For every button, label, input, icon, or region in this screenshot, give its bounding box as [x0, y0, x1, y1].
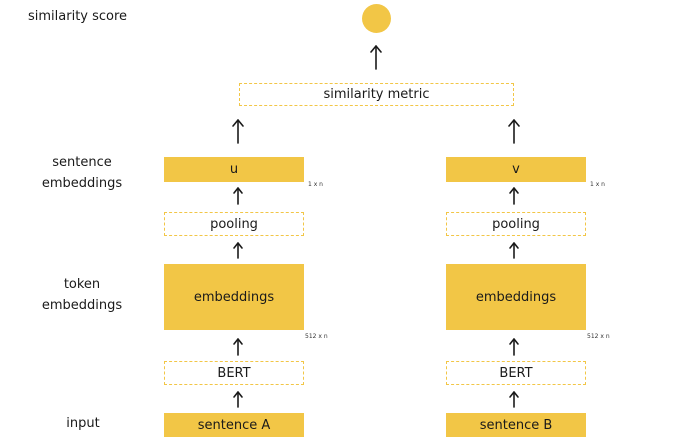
similarity-metric-box: similarity metric — [239, 83, 514, 106]
sentence-a-text: sentence A — [197, 417, 271, 433]
bert-box-b: BERT — [446, 361, 586, 385]
bert-text-a: BERT — [217, 365, 251, 381]
arrow-up-icon — [233, 242, 243, 259]
sentence-embeddings-label: sentence embeddings — [30, 152, 134, 194]
embeddings-dim-a: 512 x n — [305, 333, 328, 340]
embeddings-text-b: embeddings — [475, 289, 557, 305]
vector-u-box: u — [164, 157, 304, 182]
similarity-score-node — [362, 4, 391, 33]
sentence-b-box: sentence B — [446, 413, 586, 437]
sentence-embeddings-label-line1: sentence — [52, 155, 112, 170]
pooling-text-a: pooling — [210, 216, 258, 232]
arrow-up-icon — [509, 187, 519, 205]
token-embeddings-label-line1: token — [63, 277, 101, 292]
pooling-box-b: pooling — [446, 212, 586, 236]
arrow-up-icon — [508, 119, 520, 144]
bert-text-b: BERT — [499, 365, 533, 381]
embeddings-box-b: embeddings — [446, 264, 586, 330]
input-label: input — [66, 416, 100, 431]
token-embeddings-label: token embeddings — [30, 274, 134, 316]
sentence-b-text: sentence B — [479, 417, 553, 433]
arrow-up-icon — [232, 119, 244, 144]
vector-v-text: v — [512, 162, 520, 177]
vector-v-dim: 1 x n — [590, 181, 605, 188]
similarity-metric-text: similarity metric — [323, 87, 430, 102]
embeddings-box-a: embeddings — [164, 264, 304, 330]
vector-v-box: v — [446, 157, 586, 182]
pooling-text-b: pooling — [492, 216, 540, 232]
arrow-up-icon — [233, 391, 243, 408]
vector-u-dim: 1 x n — [308, 181, 323, 188]
arrow-up-icon — [233, 187, 243, 205]
token-embeddings-label-line2: embeddings — [41, 298, 123, 313]
sentence-a-box: sentence A — [164, 413, 304, 437]
sentence-embeddings-label-line2: embeddings — [41, 176, 123, 191]
bert-box-a: BERT — [164, 361, 304, 385]
embeddings-text-a: embeddings — [193, 289, 275, 305]
vector-u-text: u — [229, 162, 239, 177]
similarity-score-label: similarity score — [28, 9, 128, 24]
arrow-up-icon — [509, 338, 519, 356]
arrow-up-icon — [509, 242, 519, 259]
pooling-box-a: pooling — [164, 212, 304, 236]
arrow-up-icon — [370, 45, 382, 70]
arrow-up-icon — [509, 391, 519, 408]
arrow-up-icon — [233, 338, 243, 356]
embeddings-dim-b: 512 x n — [587, 333, 610, 340]
